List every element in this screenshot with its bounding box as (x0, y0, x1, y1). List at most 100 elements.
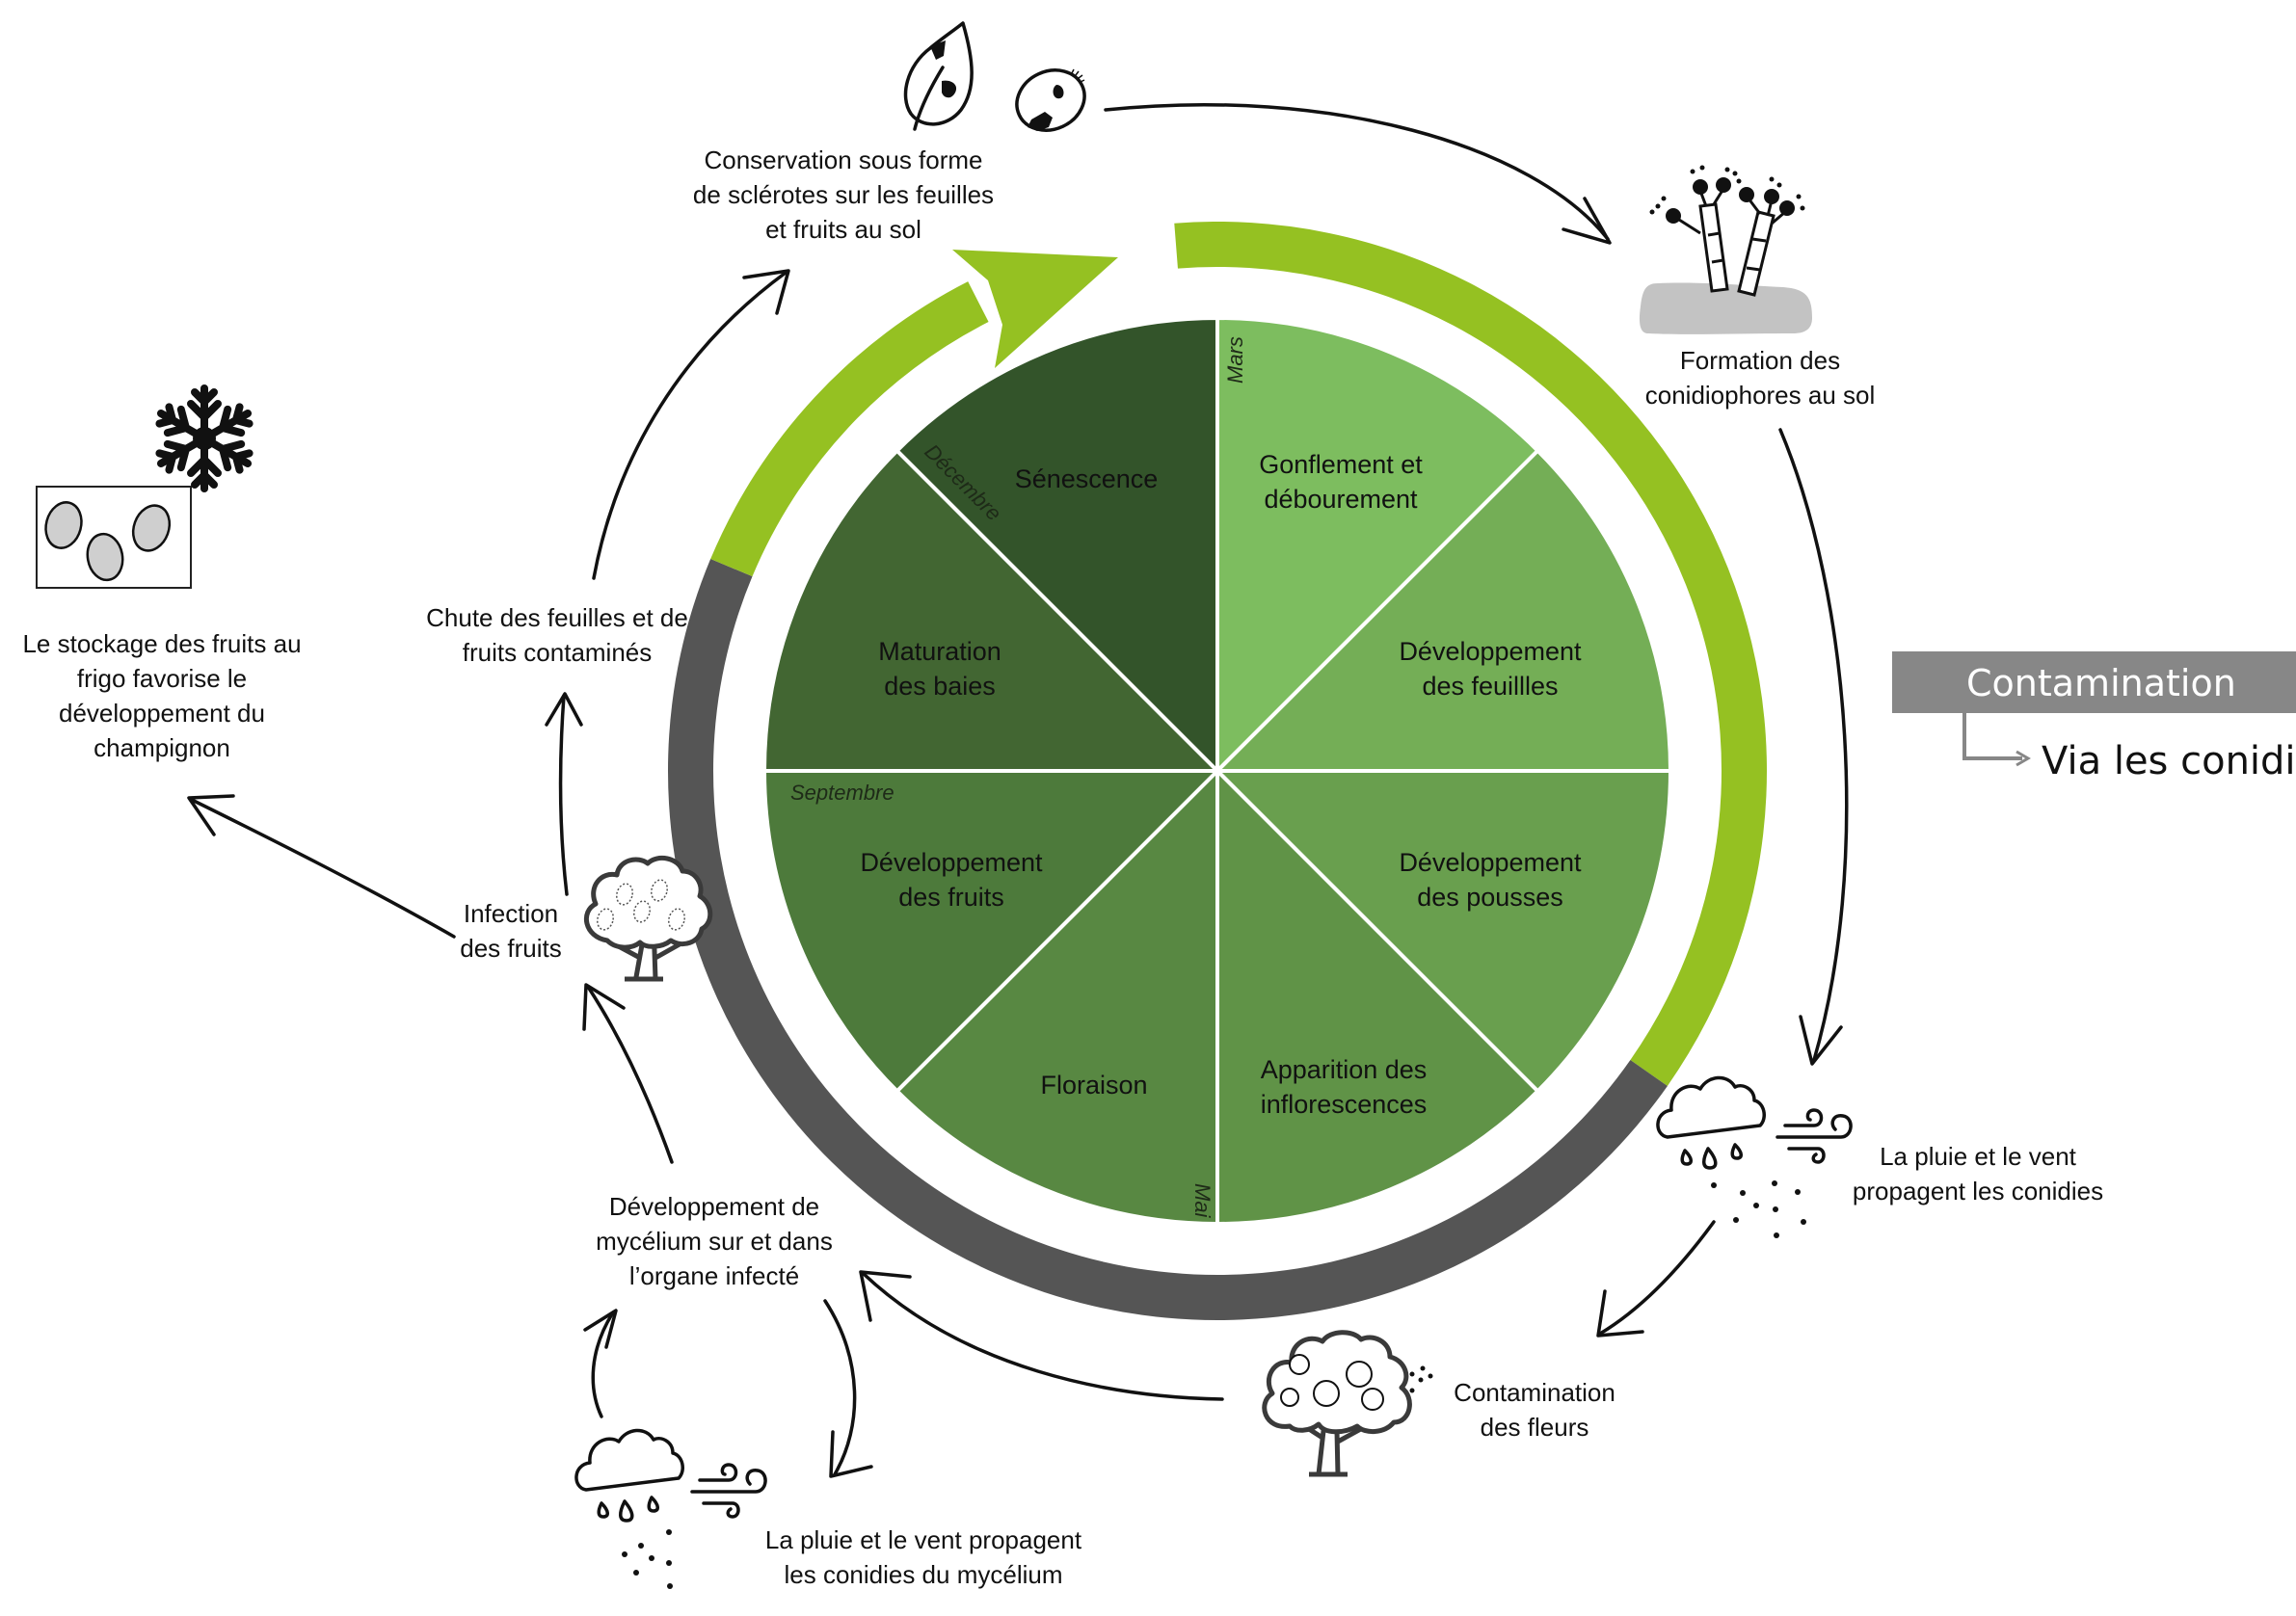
conidiophores-icon (1639, 165, 1812, 334)
month-label-mars: Mars (1223, 336, 1247, 384)
rain-cloud-icon (1656, 1075, 1766, 1170)
infection-line-2: des fruits (460, 934, 562, 963)
rain-wind-bottom-line-1: La pluie et le vent propagent (765, 1525, 1082, 1554)
conidia-dots-icon (1711, 1180, 1806, 1238)
legend-box (1892, 651, 2296, 713)
month-label-mai: Mai (1190, 1183, 1215, 1219)
wheel-slice-label: des baies (884, 672, 996, 701)
mycelium-line-1: Développement de (609, 1192, 819, 1221)
rain-wind-bottom-line-2: les conidies du mycélium (784, 1560, 1062, 1589)
wheel-slice-label: Développement (860, 848, 1043, 877)
arrow-to-flower-contamination (1598, 1220, 1716, 1336)
wheel-slice-label: Développement (1399, 848, 1582, 877)
wheel-slice-label: débourement (1264, 485, 1418, 514)
cycle-arrows (187, 102, 1849, 1478)
wheel-slice-label: inflorescences (1261, 1090, 1428, 1119)
active-season-arc (1174, 222, 1767, 1086)
step-contamination-fleurs: Contamination des fleurs (1454, 1378, 1615, 1442)
wind-icon (690, 1463, 767, 1519)
stockage-line-2: frigo favorise le (77, 664, 247, 693)
arrowhead (583, 1309, 618, 1349)
step-rain-wind-bottom: La pluie et le vent propagent les conidi… (765, 1525, 1082, 1589)
wheel-slice-label: des fruits (898, 883, 1004, 912)
mycelium-line-3: l’organe infecté (629, 1261, 799, 1290)
phenology-wheel (761, 315, 1673, 1227)
arrow-to-chute (558, 694, 569, 896)
arrowhead (1799, 1015, 1843, 1066)
mycelium-line-2: mycélium sur et dans (596, 1227, 833, 1256)
formation-line-2: conidiophores au sol (1645, 381, 1876, 410)
step-formation: Formation des conidiophores au sol (1645, 346, 1876, 410)
wheel-slice (1213, 769, 1673, 1095)
season-ring (668, 222, 1767, 1321)
arrow-to-infection (586, 985, 674, 1164)
arrowhead (1562, 197, 1612, 245)
legend-subtitle: Via les conidies (2042, 739, 2296, 783)
chute-line-1: Chute des feuilles et de (426, 603, 688, 632)
conidia-dots-icon (622, 1529, 673, 1589)
step-mycelium: Développement de mycélium sur et dans l’… (596, 1192, 833, 1290)
conservation-line-3: et fruits au sol (765, 215, 921, 244)
wheel-slice (1215, 766, 1541, 1227)
arrow-to-conservation (592, 271, 788, 580)
fruit-tree-icon (584, 855, 713, 982)
wheel-slice-label: Gonflement et (1259, 450, 1423, 479)
stockage-line-3: développement du (59, 699, 265, 728)
wheel-slice-label: Maturation (878, 637, 1001, 666)
wheel-slice (894, 315, 1219, 776)
stored-fruits-icon (36, 486, 192, 589)
arrowhead (582, 983, 626, 1031)
formation-line-1: Formation des (1680, 346, 1840, 375)
arrowhead (545, 692, 583, 727)
arrow-to-rain-bottom (823, 1299, 857, 1476)
step-rain-wind-right: La pluie et le vent propagent les conidi… (1853, 1142, 2103, 1205)
wheel-slice-label: Développement (1399, 637, 1582, 666)
arrow-to-mycelium (862, 1272, 1224, 1401)
wheel-slice (761, 769, 1222, 1095)
legend-title: Contamination (1966, 662, 2236, 704)
arrow-to-rain-right (1778, 428, 1849, 1062)
wheel-slice-label: des pousses (1417, 883, 1563, 912)
wind-icon (1775, 1108, 1853, 1164)
wheel-slice-label: Apparition des (1261, 1055, 1428, 1084)
step-conservation: Conservation sous forme de sclérotes sur… (693, 146, 994, 244)
active-season-arrowhead (952, 250, 1118, 368)
step-infection: Infection des fruits (460, 899, 562, 963)
arrowhead (187, 794, 235, 836)
rain-wind-right-line-2: propagent les conidies (1853, 1177, 2103, 1205)
wheel-slice (1215, 315, 1541, 776)
arrow-to-storage (188, 797, 456, 939)
arrowhead (859, 1270, 912, 1322)
wheel-slice (761, 447, 1222, 773)
snowflake-icon (154, 384, 254, 489)
step-stockage: Le stockage des fruits au frigo favorise… (22, 629, 301, 762)
active-season-arrow-shaft (710, 281, 989, 577)
wheel-slice (894, 766, 1219, 1227)
step-chute: Chute des feuilles et de fruits contamin… (426, 603, 688, 667)
conservation-line-2: de sclérotes sur les feuilles (693, 180, 994, 209)
rain-cloud-icon (574, 1428, 684, 1523)
legend-connector (1962, 713, 2022, 760)
stockage-line-4: champignon (93, 733, 230, 762)
fruit-with-sclerotia-icon (1015, 68, 1086, 132)
chute-line-2: fruits contaminés (463, 638, 653, 667)
infection-line-1: Infection (464, 899, 558, 928)
contamination-fleurs-line-1: Contamination (1454, 1378, 1615, 1407)
contamination-legend: Contamination Via les conidies (1892, 651, 2296, 783)
arrow-to-conidiophores (1104, 102, 1610, 241)
leaf-with-sclerotia-icon (903, 21, 974, 131)
stockage-line-1: Le stockage des fruits au (22, 629, 301, 658)
arrowhead (742, 269, 790, 315)
wheel-slice (1213, 447, 1673, 773)
flowering-tree-icon (1262, 1330, 1433, 1477)
wheel-slice-label: Sénescence (1015, 464, 1159, 493)
month-label-septembre: Septembre (790, 781, 894, 805)
wheel-slice-label: des feuillles (1422, 672, 1558, 701)
rain-wind-right-line-1: La pluie et le vent (1880, 1142, 2077, 1171)
arrowhead (829, 1430, 873, 1478)
arrowhead (1596, 1289, 1644, 1338)
conservation-line-1: Conservation sous forme (704, 146, 982, 174)
contamination-fleurs-line-2: des fleurs (1481, 1413, 1589, 1442)
